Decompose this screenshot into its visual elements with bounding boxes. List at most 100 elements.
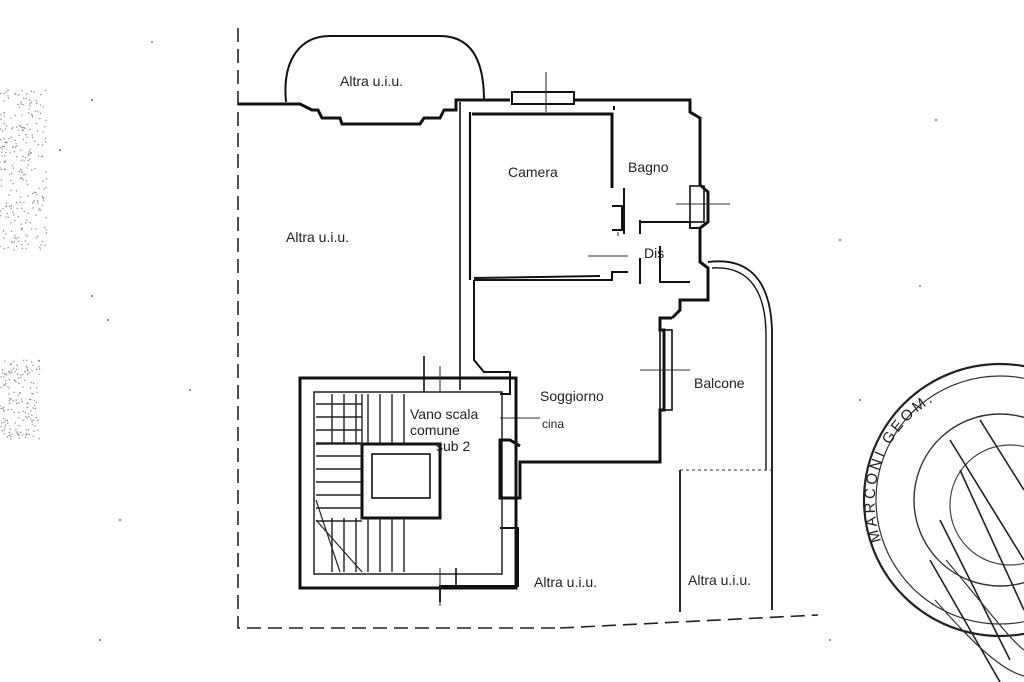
scan-speck — [3, 100, 5, 102]
scan-speck — [17, 240, 20, 243]
scan-speck — [17, 377, 20, 380]
scan-speck — [38, 209, 40, 211]
property-boundary — [237, 28, 819, 629]
scan-speck — [26, 183, 29, 186]
scan-speck — [26, 433, 28, 436]
scan-speck — [29, 148, 31, 150]
scan-speck — [35, 387, 38, 389]
scan-speck — [3, 230, 5, 232]
scan-speck — [26, 417, 28, 419]
scan-speck — [12, 167, 15, 169]
scan-speck — [8, 137, 10, 140]
scan-speck — [7, 216, 9, 219]
scan-speck — [9, 428, 12, 430]
scan-speck — [32, 407, 34, 409]
scan-speck — [6, 419, 9, 422]
scan-speck — [33, 191, 36, 193]
scan-speck — [41, 144, 44, 146]
scan-speck — [15, 245, 18, 248]
label-vano-scala-3: sub 2 — [436, 438, 470, 454]
scan-speck — [26, 123, 29, 126]
scan-speck — [36, 130, 39, 132]
scan-speck — [34, 425, 36, 427]
scan-speck — [44, 137, 47, 140]
scan-speck — [10, 438, 12, 440]
scan-speck — [17, 129, 20, 131]
scan-speck — [20, 207, 23, 209]
scan-speck — [33, 404, 36, 407]
scan-speck — [35, 228, 37, 230]
scan-speck — [29, 387, 32, 389]
scan-speck — [21, 398, 23, 400]
scan-speck — [21, 400, 23, 402]
scan-speck — [39, 248, 42, 250]
scan-speck — [42, 131, 44, 134]
stair-landing — [315, 499, 363, 573]
scan-speck — [43, 188, 45, 190]
scan-speck — [11, 369, 13, 371]
scan-speck — [0, 405, 1, 407]
scan-speck — [39, 117, 41, 120]
scan-speck — [3, 429, 5, 431]
scan-speck — [30, 90, 33, 92]
scan-speck — [28, 415, 30, 418]
scan-speck — [34, 110, 37, 112]
scan-speck — [4, 426, 6, 429]
label-altra-top: Altra u.i.u. — [340, 73, 403, 89]
scan-speck — [0, 161, 1, 163]
scan-speck — [0, 408, 2, 410]
scan-speck — [37, 202, 39, 204]
scan-speck — [35, 368, 38, 371]
scan-speck — [21, 247, 24, 250]
scan-speck — [30, 410, 32, 412]
scan-speck — [27, 212, 29, 215]
scan-speck — [1, 145, 4, 147]
scan-speck — [14, 379, 16, 382]
scan-speck — [39, 246, 41, 249]
scan-speck — [21, 373, 24, 376]
scan-speck — [15, 380, 17, 383]
scan-speck — [28, 372, 31, 374]
scan-speck — [18, 411, 20, 414]
scan-speck — [14, 92, 16, 95]
scan-speck — [21, 228, 23, 231]
scan-speck — [0, 151, 3, 153]
scan-speck — [33, 399, 35, 402]
scan-speck — [19, 201, 22, 203]
walls — [238, 72, 773, 612]
scan-speck — [3, 376, 5, 378]
scan-speck — [16, 432, 18, 435]
scan-speck — [90, 294, 94, 298]
scan-speck — [13, 411, 15, 414]
scan-speck — [18, 434, 20, 437]
scan-speck — [18, 437, 20, 440]
scan-speck — [0, 93, 2, 95]
scan-speck — [38, 208, 41, 210]
scan-speck — [20, 126, 23, 128]
scan-speck — [21, 127, 24, 129]
scan-speck — [10, 433, 12, 436]
scan-speck — [23, 160, 25, 162]
scan-speck — [90, 98, 94, 102]
scan-speck — [20, 149, 22, 152]
label-soggiorno-cont: cina — [542, 417, 564, 431]
scan-speck — [5, 372, 7, 375]
scan-speck — [11, 127, 14, 129]
scan-speck — [27, 195, 29, 197]
scan-speck — [35, 122, 38, 125]
scan-speck — [31, 414, 33, 417]
scan-speck — [0, 146, 2, 149]
scan-speck — [29, 105, 31, 107]
scan-speck — [34, 168, 36, 170]
scan-speck — [22, 386, 24, 388]
scan-speck — [28, 150, 30, 153]
scan-speck — [35, 214, 37, 216]
scan-speck — [34, 407, 36, 410]
scan-speck — [838, 238, 842, 242]
scan-speck — [34, 140, 36, 142]
scan-speck — [24, 436, 27, 439]
scan-speck — [16, 207, 18, 210]
scan-speck — [30, 418, 32, 420]
scan-speck — [45, 232, 48, 234]
scan-speck — [30, 151, 33, 154]
